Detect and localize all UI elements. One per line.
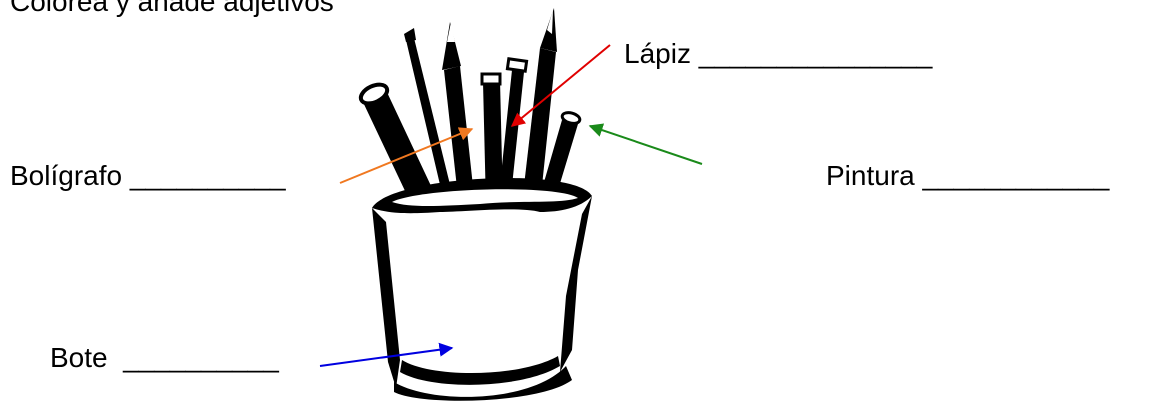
label-pintura: Pintura ____________: [826, 160, 1110, 191]
worksheet-instruction: Colorea y añade adjetivos: [10, 0, 334, 17]
cup-icon: [372, 178, 592, 401]
arrow-lapiz: [510, 44, 611, 127]
label-boligrafo: Bolígrafo __________: [10, 160, 286, 191]
label-lapiz: Lápiz _______________: [624, 38, 933, 69]
marker-icon: [362, 88, 440, 212]
pencil-icon: [522, 48, 556, 205]
label-bote: Bote __________: [50, 342, 279, 373]
pen-icon: [540, 120, 578, 200]
arrow-pintura: [588, 123, 703, 165]
pencil-icon: [406, 38, 455, 206]
pencil-icon: [498, 70, 524, 205]
arrow-boligrafo: [339, 127, 474, 184]
arrow-bote: [319, 342, 454, 367]
pens-group: [358, 8, 582, 212]
pen-icon: [483, 80, 503, 206]
